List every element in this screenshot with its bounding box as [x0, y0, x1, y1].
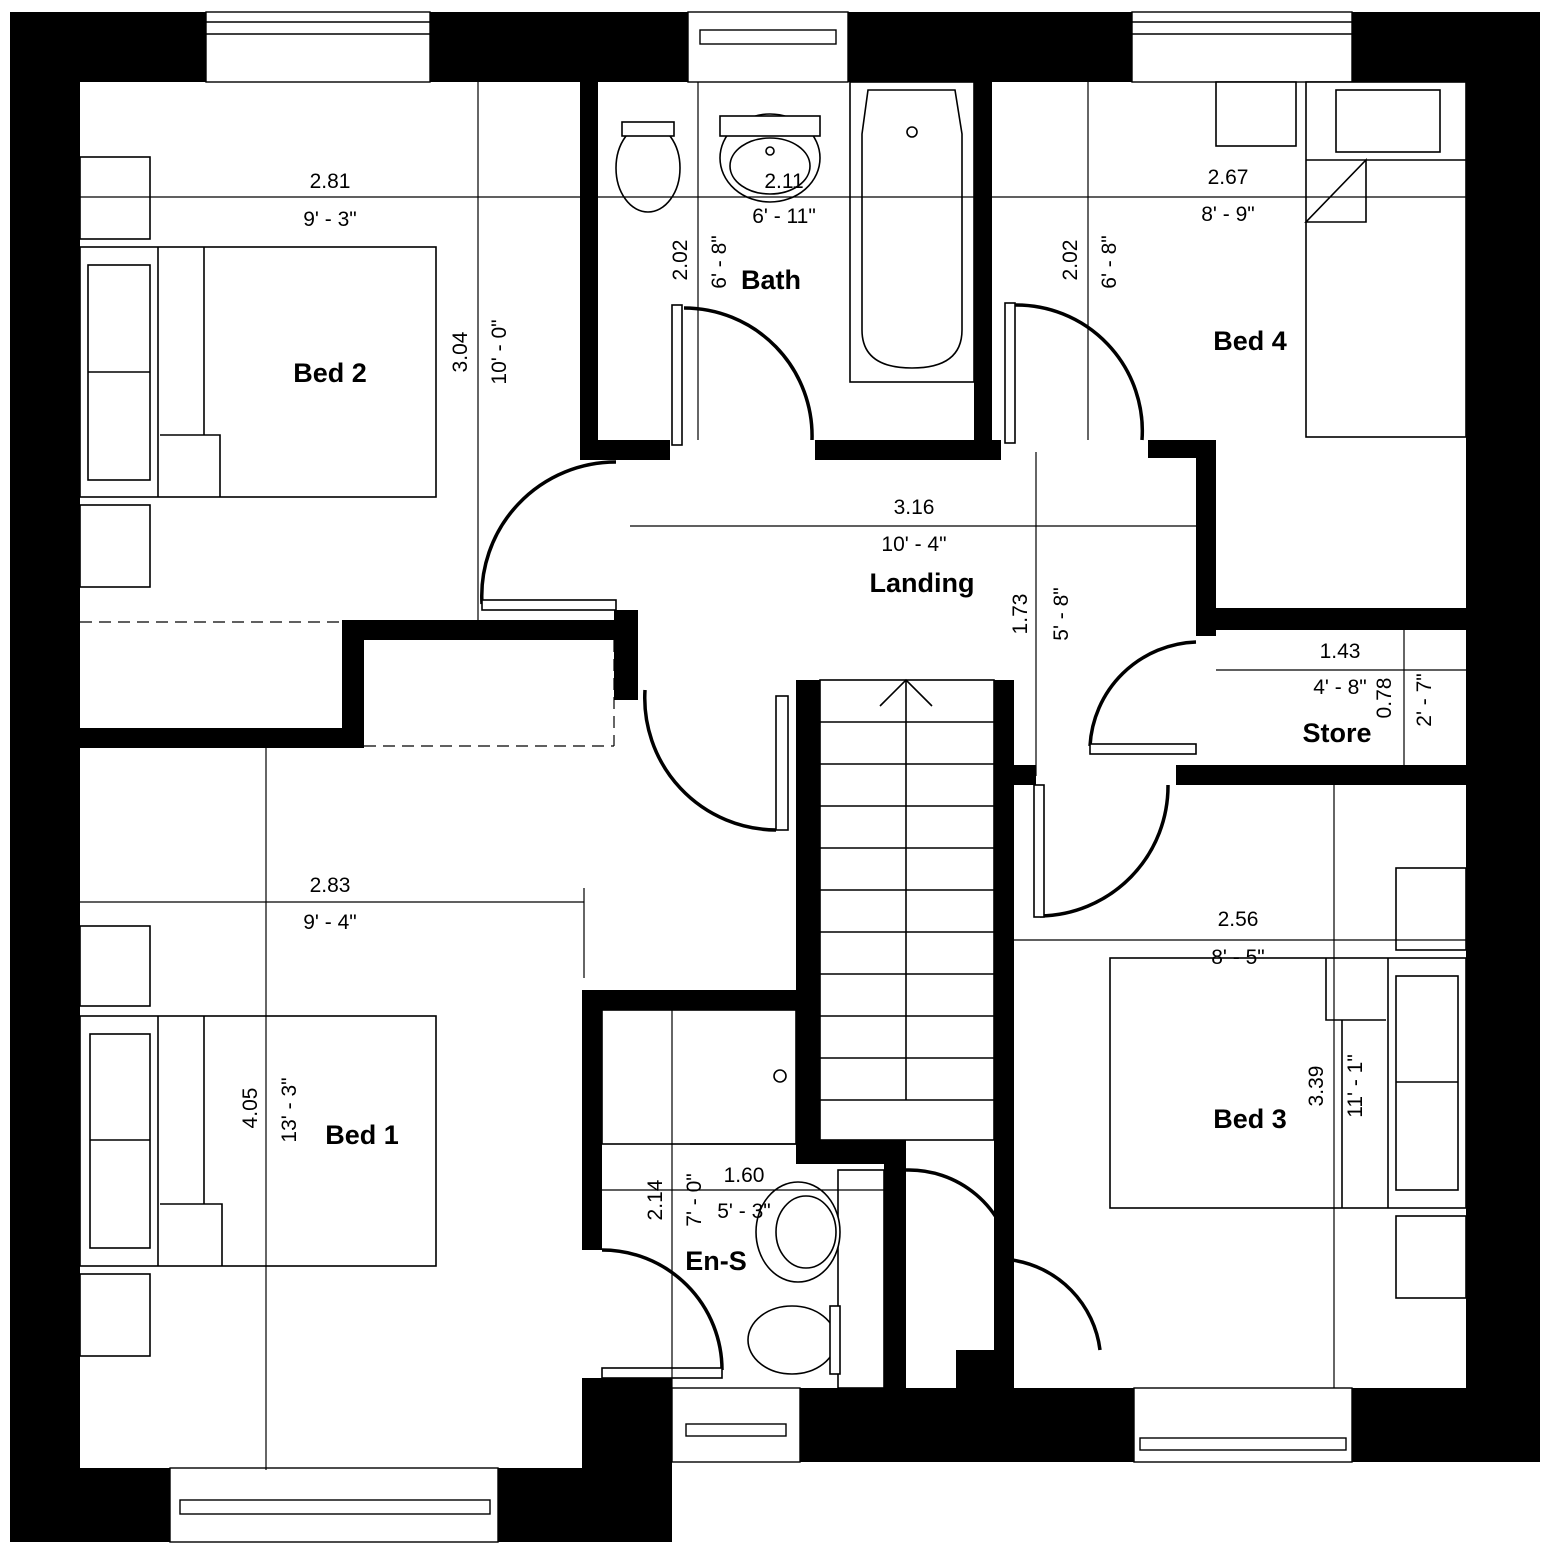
bath-height-metric: 2.02: [669, 240, 692, 281]
bath-height-imperial: 6' - 8": [708, 235, 731, 288]
room-label-landing: Landing: [870, 568, 975, 598]
landing-width-imperial: 10' - 4": [881, 533, 946, 556]
ensuite-height-metric: 2.14: [644, 1179, 667, 1220]
room-label-bed4: Bed 4: [1213, 326, 1287, 356]
bed3-width-imperial: 8' - 5": [1211, 946, 1264, 969]
bed3-height-metric: 3.39: [1305, 1066, 1328, 1107]
room-label-bath: Bath: [741, 265, 801, 295]
bath-width-imperial: 6' - 11": [752, 205, 816, 228]
bed3-width-metric: 2.56: [1218, 908, 1259, 931]
bath-width-metric: 2.11: [764, 170, 803, 193]
dimension-labels: 2.81 9' - 3" 3.04 10' - 0" 2.11 6' - 11"…: [239, 166, 1436, 1227]
bed1-height-metric: 4.05: [239, 1088, 262, 1129]
bed2-width-metric: 2.81: [310, 170, 351, 193]
ensuite-width-imperial: 5' - 3": [717, 1200, 770, 1223]
bed4-height-imperial: 6' - 8": [1098, 235, 1121, 288]
doors: [480, 302, 1197, 1379]
bed2-width-imperial: 9' - 3": [303, 208, 356, 231]
room-labels: Bed 2 Bath Bed 4 Landing Store Bed 1 En-…: [293, 265, 1371, 1276]
store-width-imperial: 4' - 8": [1313, 676, 1366, 699]
store-height-imperial: 2' - 7": [1413, 673, 1436, 726]
bed2-height-imperial: 10' - 0": [488, 319, 511, 384]
ensuite-height-imperial: 7' - 0": [683, 1173, 706, 1226]
bed1-height-imperial: 13' - 3": [278, 1077, 301, 1142]
bed1-width-metric: 2.83: [310, 874, 351, 897]
room-label-bed2: Bed 2: [293, 358, 367, 388]
ensuite-width-metric: 1.60: [724, 1164, 765, 1187]
room-label-store: Store: [1302, 718, 1371, 748]
room-label-bed3: Bed 3: [1213, 1104, 1287, 1134]
dimension-lines: [80, 82, 1466, 1470]
room-label-ensuite: En-S: [685, 1246, 747, 1276]
bed1-width-imperial: 9' - 4": [303, 911, 356, 934]
landing-width-metric: 3.16: [894, 496, 935, 519]
bed3-height-imperial: 11' - 1": [1344, 1054, 1367, 1118]
bed2-height-metric: 3.04: [449, 331, 472, 372]
landing-height-metric: 1.73: [1009, 594, 1032, 635]
store-height-metric: 0.78: [1373, 678, 1396, 719]
furniture: [79, 81, 1467, 1389]
bed4-width-imperial: 8' - 9": [1201, 203, 1254, 226]
outer-walls: [10, 12, 1540, 1542]
bed4-height-metric: 2.02: [1059, 240, 1082, 281]
store-width-metric: 1.43: [1320, 640, 1361, 663]
windows: [169, 11, 1353, 1543]
room-label-bed1: Bed 1: [325, 1120, 399, 1150]
bed4-width-metric: 2.67: [1208, 166, 1249, 189]
landing-height-imperial: 5' - 8": [1050, 587, 1073, 640]
interior-walls: [80, 82, 1466, 1390]
